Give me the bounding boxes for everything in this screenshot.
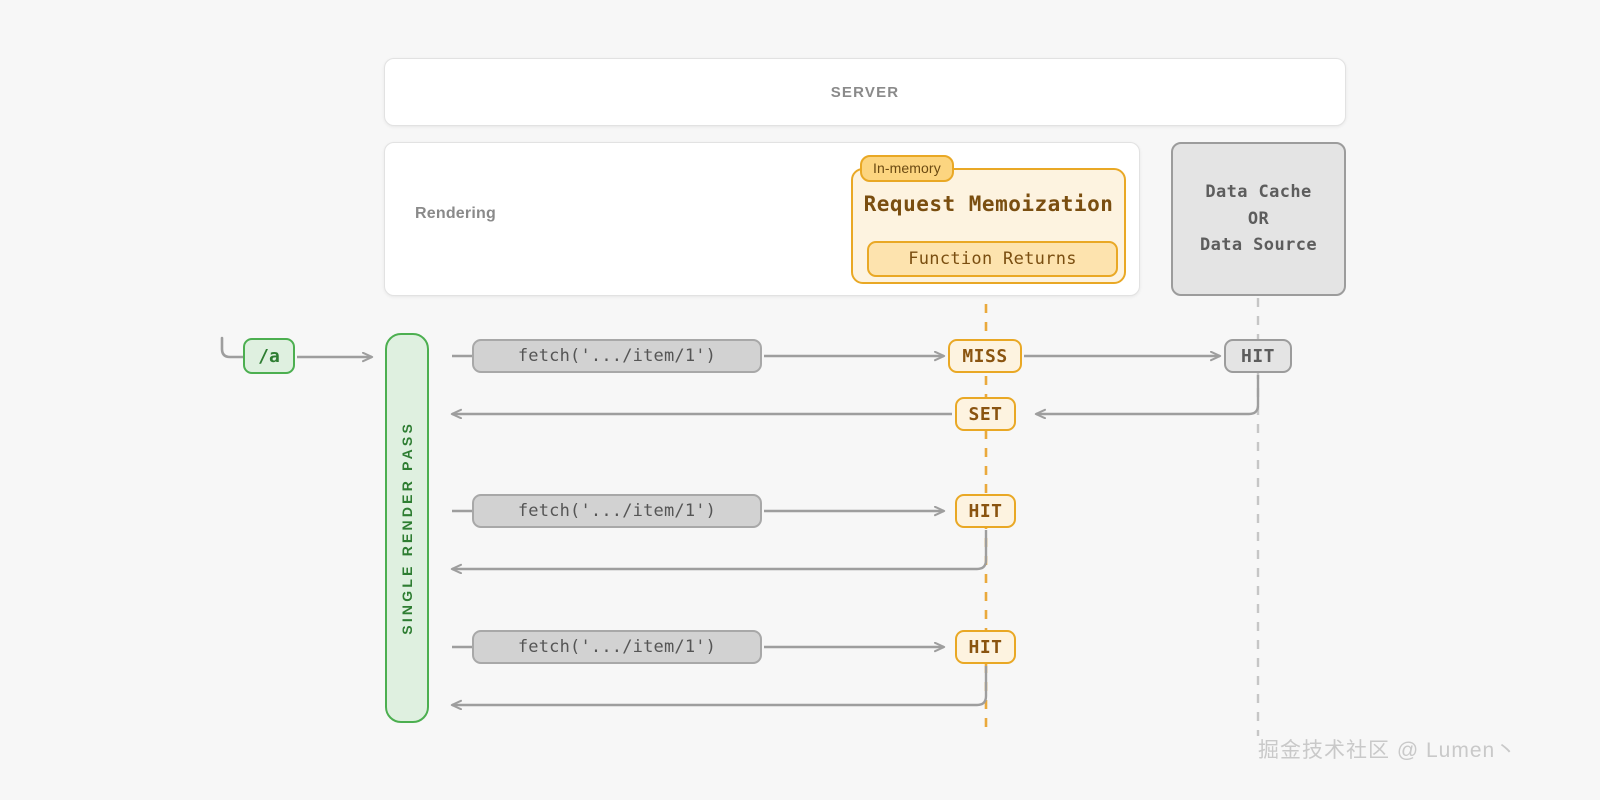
cache-hit-return [1034, 375, 1260, 420]
watermark-text: 掘金技术社区 @ Lumen丶 [1258, 739, 1518, 762]
request-memoization-title: Request Memoization [863, 192, 1114, 216]
fetch-call-row-2: fetch('.../item/1') [472, 494, 762, 528]
data-cache-line-1: Data Cache [1205, 182, 1312, 203]
single-render-pass-label: SINGLE RENDER PASS [399, 421, 415, 635]
row3-memo-return [450, 666, 988, 711]
fetch-call-row-3: fetch('.../item/1') [472, 630, 762, 664]
memo-status-row-3: HIT [955, 630, 1016, 664]
request-memoization-card: Request Memoization Function Returns [851, 168, 1126, 284]
fetch-call-row-1: fetch('.../item/1') [472, 339, 762, 373]
function-returns-chip: Function Returns [867, 241, 1118, 277]
server-label: SERVER [830, 83, 900, 101]
rendering-label: Rendering [415, 205, 496, 222]
single-render-pass-bar: SINGLE RENDER PASS [385, 333, 429, 723]
entry-hook [220, 336, 245, 359]
memo-status-row-2: HIT [955, 494, 1016, 528]
row2-memo-return [450, 530, 988, 575]
data-cache-line-3: Data Source [1200, 235, 1317, 256]
memo-set-row-1: SET [955, 397, 1016, 431]
data-cache-line-2: OR [1247, 208, 1270, 229]
data-cache-panel: Data Cache OR Data Source [1171, 142, 1346, 296]
data-cache-status-row-1: HIT [1224, 339, 1292, 373]
in-memory-tag: In-memory [860, 155, 954, 182]
route-pill-a[interactable]: /a [243, 338, 295, 374]
memo-status-row-1: MISS [948, 339, 1022, 373]
server-panel: SERVER [384, 58, 1346, 126]
